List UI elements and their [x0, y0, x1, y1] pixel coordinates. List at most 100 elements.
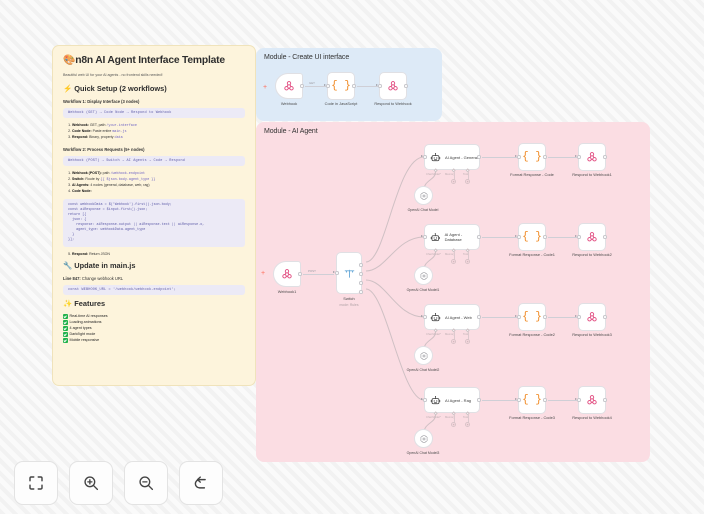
input-port[interactable]	[423, 155, 427, 159]
input-port[interactable]	[517, 235, 521, 239]
input-port[interactable]	[423, 315, 427, 319]
output-port[interactable]	[603, 315, 607, 319]
node-format-response-code[interactable]: { }	[514, 143, 547, 171]
step-label: AI Agents:	[72, 183, 90, 188]
output-port[interactable]	[603, 398, 607, 402]
node-code-in-javascript[interactable]: { }	[323, 72, 356, 100]
node-respond-to-webhook4[interactable]	[574, 386, 607, 414]
add-memory-plus-icon[interactable]: +	[451, 421, 457, 428]
node-respond-to-webhook[interactable]	[375, 72, 408, 100]
memory-stub	[453, 170, 455, 180]
input-port[interactable]	[517, 155, 521, 159]
node-webhook1[interactable]	[273, 261, 302, 287]
add-tool-plus-icon[interactable]: +	[465, 258, 471, 265]
output-port[interactable]	[298, 272, 302, 276]
node-ai-agent-general-label: AI Agent - General	[445, 154, 478, 160]
add-trigger-plus-icon[interactable]: +	[263, 84, 268, 91]
curly-braces-icon: { }	[331, 79, 351, 92]
output-port[interactable]	[477, 315, 481, 319]
output-port[interactable]	[477, 155, 481, 159]
fit-view-button[interactable]	[14, 461, 58, 505]
add-tool-plus-icon[interactable]: +	[465, 338, 471, 345]
output-port[interactable]	[543, 235, 547, 239]
add-tool-plus-icon[interactable]: +	[465, 178, 471, 185]
node-format-response-code1[interactable]: { }	[514, 223, 547, 251]
zoom-out-button[interactable]	[124, 461, 168, 505]
output-port[interactable]	[477, 235, 481, 239]
output-port[interactable]	[603, 235, 607, 239]
edge-webhook1-to-switch	[303, 273, 334, 275]
output-port[interactable]	[543, 315, 547, 319]
edge-label-get: GET	[309, 81, 315, 85]
node-ai-agent-web[interactable]: AI Agent - Web	[420, 304, 481, 330]
node-switch[interactable]	[332, 252, 363, 294]
step-text: Paste entire	[91, 129, 113, 134]
input-port[interactable]	[335, 271, 339, 275]
output-port[interactable]	[404, 84, 408, 88]
output-port[interactable]	[477, 398, 481, 402]
output-port-2[interactable]	[359, 281, 363, 285]
page-subtitle: Beautiful web UI for your AI agents - no…	[63, 73, 163, 78]
output-port[interactable]	[300, 84, 304, 88]
module-create-ui-interface[interactable]: Module - Create UI interface + Webhook G…	[256, 48, 442, 121]
output-port-1[interactable]	[359, 272, 363, 276]
switch-icon	[344, 269, 354, 278]
list-item: Webhook (POST): path /webhook-endpoint	[72, 171, 245, 177]
zoom-in-button[interactable]	[69, 461, 113, 505]
input-port[interactable]	[577, 398, 581, 402]
input-port[interactable]	[577, 155, 581, 159]
node-ai-agent-rag[interactable]: AI Agent - Rag	[420, 387, 481, 413]
workflow2-steps: Webhook (POST): path /webhook-endpoint S…	[63, 171, 245, 194]
tool-stub	[467, 413, 469, 423]
edge-format-to-respond-2	[548, 236, 577, 238]
output-port[interactable]	[603, 155, 607, 159]
node-format-response-code3[interactable]: { }	[514, 386, 547, 414]
openai-icon	[420, 434, 427, 443]
node-ai-agent-database[interactable]: AI Agent - Database	[420, 224, 481, 250]
zoom-in-icon	[84, 476, 99, 491]
output-port-3[interactable]	[359, 290, 363, 294]
node-openai-chat-model3[interactable]	[414, 429, 433, 448]
input-port[interactable]	[326, 84, 330, 88]
node-ai-agent-general[interactable]: AI Agent - General	[420, 144, 481, 170]
input-port[interactable]	[423, 398, 427, 402]
input-arrow-icon	[514, 315, 517, 318]
add-tool-plus-icon[interactable]: +	[465, 421, 471, 428]
add-memory-plus-icon[interactable]: +	[451, 338, 457, 345]
input-port[interactable]	[378, 84, 382, 88]
node-openai-chat-model1[interactable]	[414, 266, 433, 285]
node-webhook[interactable]	[275, 73, 304, 99]
update-line-note: Line 847: Change webhook URL	[63, 276, 245, 281]
node-format-response-code-label: Format Response - Code	[510, 172, 554, 177]
node-webhook1-label: Webhook1	[277, 289, 297, 294]
module-ai-agent[interactable]: Module - AI Agent + Webhook1 POST	[256, 122, 650, 462]
input-port[interactable]	[577, 315, 581, 319]
step-code: data	[114, 136, 123, 141]
edge-format-to-respond-1	[548, 156, 577, 158]
node-respond-to-webhook2[interactable]	[574, 223, 607, 251]
node-openai-chat-model2[interactable]	[414, 346, 433, 365]
update-heading: 🔧 Update in main.js	[63, 260, 136, 270]
input-port[interactable]	[577, 235, 581, 239]
output-port-0[interactable]	[359, 263, 363, 267]
input-port[interactable]	[517, 315, 521, 319]
input-port[interactable]	[517, 398, 521, 402]
output-port[interactable]	[352, 84, 356, 88]
tool-stub	[467, 330, 469, 340]
output-port[interactable]	[543, 155, 547, 159]
reset-button[interactable]	[179, 461, 223, 505]
input-port[interactable]	[423, 235, 427, 239]
line-note-label: Line 847:	[63, 275, 81, 281]
node-openai-chat-model[interactable]	[414, 186, 433, 205]
page-title-text: n8n AI Agent Interface Template	[75, 55, 225, 66]
node-openai-chat-model3-label: OpenAI Chat Model3	[406, 451, 440, 455]
add-memory-plus-icon[interactable]: +	[451, 178, 457, 185]
node-ai-agent-web-label: AI Agent - Web	[445, 314, 472, 320]
node-format-response-code2[interactable]: { }	[514, 303, 547, 331]
node-respond-to-webhook3[interactable]	[574, 303, 607, 331]
node-respond-label: Respond to Webhook	[374, 101, 412, 106]
add-trigger-plus-icon[interactable]: +	[261, 270, 266, 277]
output-port[interactable]	[543, 398, 547, 402]
add-memory-plus-icon[interactable]: +	[451, 258, 457, 265]
node-respond-to-webhook1[interactable]	[574, 143, 607, 171]
